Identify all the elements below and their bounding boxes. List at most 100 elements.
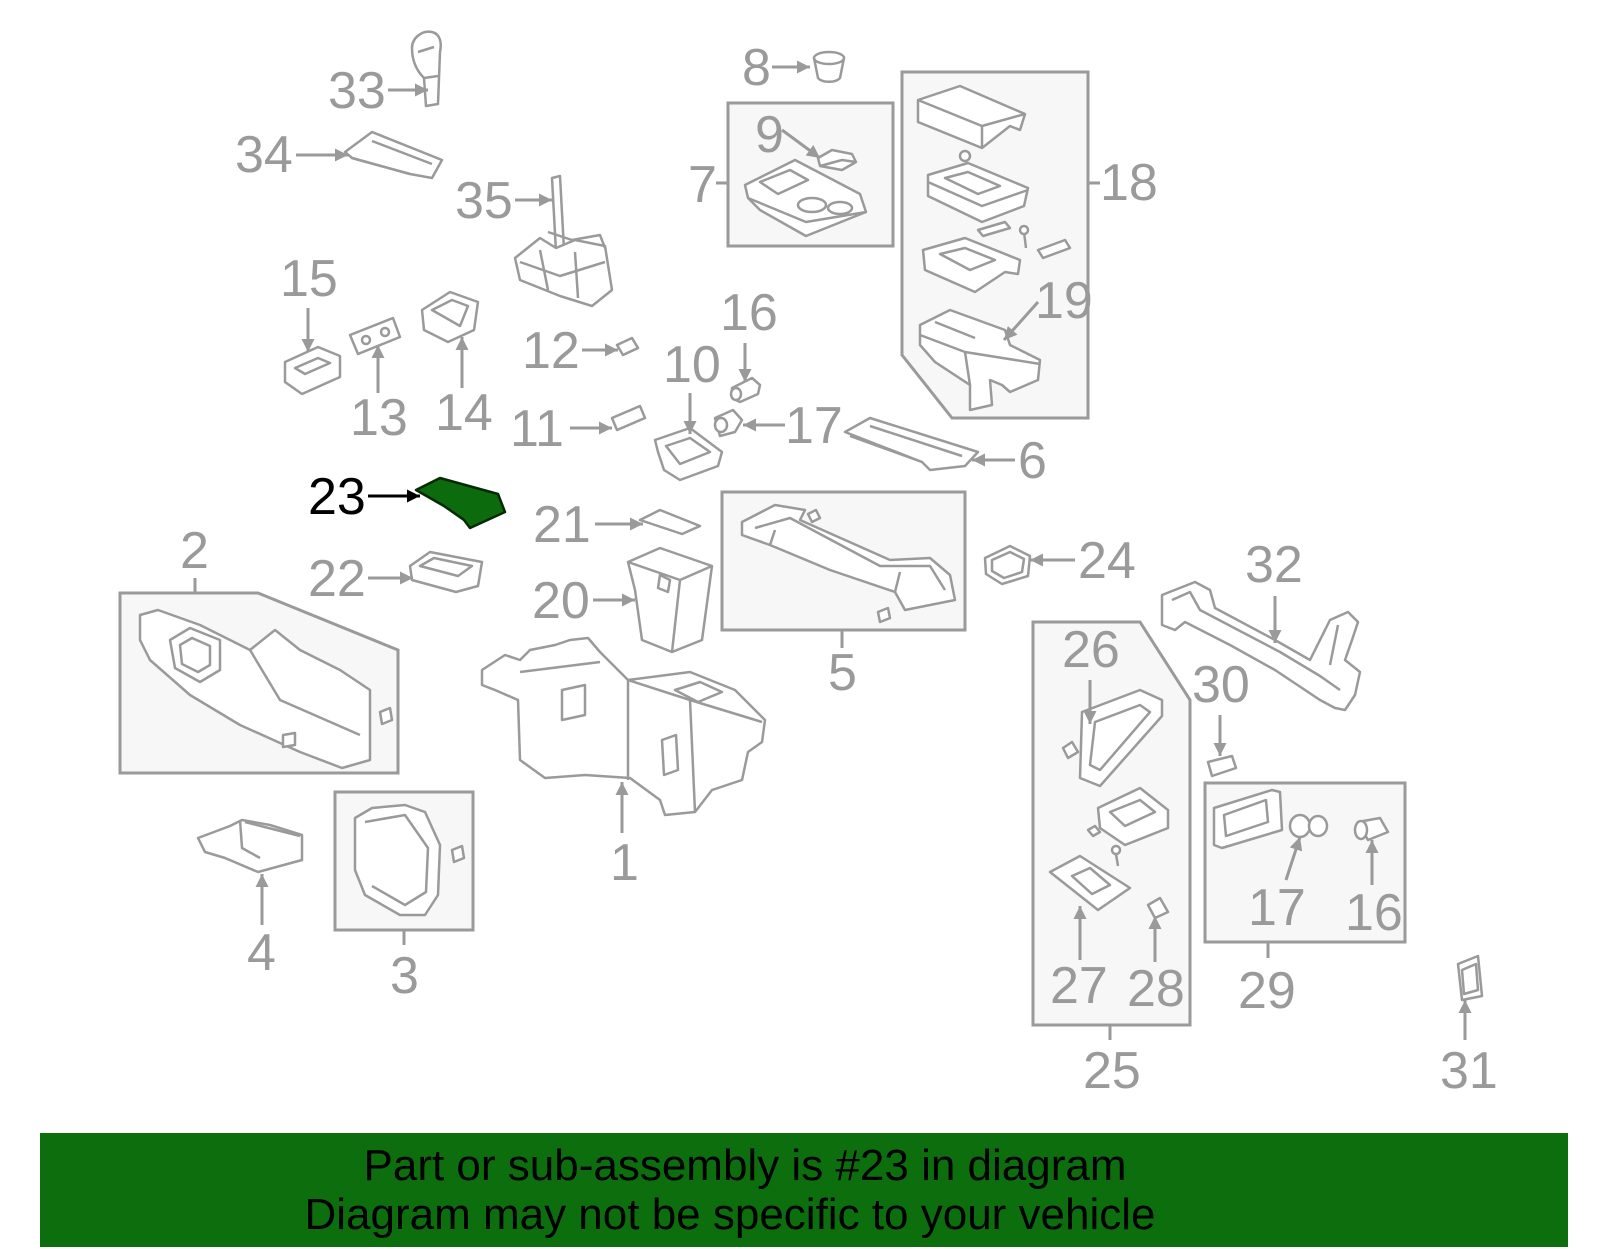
callout-label-27: 27 xyxy=(1050,957,1108,1015)
part-5 xyxy=(740,503,957,624)
callout-label-14: 14 xyxy=(435,384,493,442)
callout-label-2: 2 xyxy=(180,522,209,580)
callout-label-13: 13 xyxy=(350,389,408,447)
callout-26: 26 xyxy=(1062,621,1120,724)
callout-arrow-9 xyxy=(781,128,821,160)
callout-label-32: 32 xyxy=(1245,536,1303,594)
callout-arrow-19 xyxy=(1002,300,1040,342)
callout-20: 20 xyxy=(532,572,635,630)
callout-label-18: 18 xyxy=(1100,154,1158,212)
callout-28: 28 xyxy=(1127,916,1185,1018)
callout-label-17-b: 17 xyxy=(1248,879,1306,937)
part-34 xyxy=(343,130,444,180)
callout-5: 5 xyxy=(828,630,857,702)
callout-8: 8 xyxy=(742,39,810,97)
callout-label-25: 25 xyxy=(1083,1042,1141,1100)
part-23-highlighted xyxy=(414,476,507,530)
part-30 xyxy=(1206,754,1238,778)
callout-10: 10 xyxy=(663,336,721,434)
part-15 xyxy=(283,345,342,396)
callout-label-1: 1 xyxy=(610,834,639,892)
callout-label-29: 29 xyxy=(1238,962,1296,1020)
callout-label-5: 5 xyxy=(828,644,857,702)
callout-label-33: 33 xyxy=(328,62,386,120)
callout-24: 24 xyxy=(1030,532,1136,590)
callout-label-15: 15 xyxy=(280,250,338,308)
callout-15: 15 xyxy=(280,250,338,352)
callout-14: 14 xyxy=(435,337,493,442)
callout-17-b: 17 xyxy=(1248,836,1306,937)
part-12 xyxy=(615,336,640,357)
part-10 xyxy=(653,426,724,482)
callout-label-7: 7 xyxy=(688,156,717,214)
callout-label-3: 3 xyxy=(390,947,419,1005)
banner-line-1: Part or sub-assembly is #23 in diagram xyxy=(364,1141,1127,1190)
callout-35: 35 xyxy=(455,172,552,230)
part-9 xyxy=(816,148,858,172)
callout-16: 16 xyxy=(720,284,778,382)
part-6 xyxy=(843,416,980,472)
part-1 xyxy=(480,636,767,817)
part-26 xyxy=(1061,688,1170,867)
callout-29: 29 xyxy=(1238,942,1296,1020)
callout-34: 34 xyxy=(235,126,348,184)
part-11 xyxy=(610,404,647,432)
callout-label-31: 31 xyxy=(1440,1042,1498,1100)
part-32 xyxy=(1160,580,1362,712)
part-21 xyxy=(638,508,702,536)
part-14 xyxy=(420,290,480,344)
callout-23-highlighted: 23 xyxy=(308,468,420,526)
callout-19: 19 xyxy=(1002,272,1093,342)
callout-33: 33 xyxy=(328,62,428,120)
callout-25: 25 xyxy=(1083,1025,1141,1100)
callout-9: 9 xyxy=(755,106,821,164)
callout-label-22: 22 xyxy=(308,550,366,608)
callout-label-21: 21 xyxy=(533,496,591,554)
part-17 xyxy=(713,408,744,438)
callout-21: 21 xyxy=(533,496,643,554)
callout-label-23: 23 xyxy=(308,468,366,526)
callout-12: 12 xyxy=(522,322,618,380)
callout-label-4: 4 xyxy=(247,924,276,982)
part-29 xyxy=(1212,788,1390,850)
callout-label-8: 8 xyxy=(742,39,771,97)
part-31 xyxy=(1456,954,1484,1002)
callout-label-17: 17 xyxy=(785,397,843,455)
part-22 xyxy=(408,550,484,594)
banner-background xyxy=(40,1133,1568,1247)
callout-label-12: 12 xyxy=(522,322,580,380)
callout-18: 18 xyxy=(1088,154,1158,212)
part-7 xyxy=(743,158,868,238)
part-33 xyxy=(410,30,442,108)
callout-label-10: 10 xyxy=(663,336,721,394)
banner-line-2: Diagram may not be specific to your vehi… xyxy=(304,1190,1155,1239)
info-banner: Part or sub-assembly is #23 in diagram D… xyxy=(40,1133,1568,1247)
callout-label-16: 16 xyxy=(720,284,778,342)
callout-label-20: 20 xyxy=(532,572,590,630)
callout-13: 13 xyxy=(350,345,408,447)
callout-label-16-b: 16 xyxy=(1345,884,1403,942)
part-4 xyxy=(196,818,304,874)
callout-7: 7 xyxy=(688,156,728,214)
callout-label-35: 35 xyxy=(455,172,513,230)
callout-22: 22 xyxy=(308,550,413,608)
callout-1: 1 xyxy=(610,782,639,892)
callout-2: 2 xyxy=(180,522,209,593)
callout-label-26: 26 xyxy=(1062,621,1120,679)
callout-label-24: 24 xyxy=(1078,532,1136,590)
part-8 xyxy=(812,50,846,83)
callout-arrow-17-b xyxy=(1284,836,1303,881)
callout-32: 32 xyxy=(1245,536,1303,643)
callout-31: 31 xyxy=(1440,1000,1498,1100)
callout-label-11: 11 xyxy=(510,400,564,458)
part-16 xyxy=(729,376,762,404)
callout-6: 6 xyxy=(972,432,1047,490)
callout-label-6: 6 xyxy=(1018,432,1047,490)
callout-label-28: 28 xyxy=(1127,960,1185,1018)
callout-label-30: 30 xyxy=(1192,656,1250,714)
callout-11: 11 xyxy=(510,400,612,458)
callout-label-19: 19 xyxy=(1035,272,1093,330)
callout-4: 4 xyxy=(247,874,276,982)
part-35 xyxy=(513,174,614,308)
